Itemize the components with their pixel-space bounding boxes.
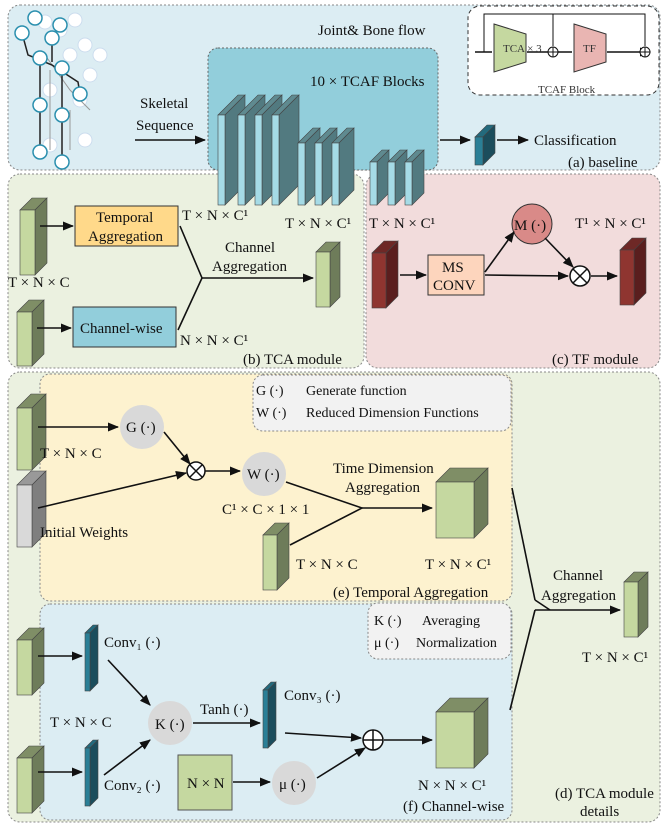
conv3-layer (262, 681, 277, 749)
w-function-node (242, 452, 286, 496)
input-feature-cube (16, 745, 45, 814)
dim-label: T × N × C¹ (369, 216, 435, 232)
legend-text: Averaging (422, 614, 480, 629)
dim-label: C¹ × C × 1 × 1 (222, 502, 309, 518)
tca-label: TCA × 3 (503, 43, 542, 55)
input-label: Sequence (136, 118, 194, 134)
legend-symbol: K (·) (374, 614, 402, 629)
dim-label: T × N × C¹ (582, 650, 648, 666)
temporal-label: Temporal (96, 210, 153, 226)
tcaf-block-small (404, 149, 425, 206)
weights-label: Initial Weights (40, 525, 128, 541)
output-feature-cube (315, 241, 341, 308)
temporal-aggregation-box (74, 205, 179, 247)
mu-function-label: μ (·) (279, 777, 306, 793)
tcaf-block-caption: TCAF Block (538, 84, 596, 96)
caption-temporal: (e) Temporal Aggregation (333, 585, 489, 601)
channel-wise-label: Channel-wise (80, 321, 163, 337)
tcaf-block-large (271, 94, 300, 206)
tcaf-block-small (387, 149, 408, 206)
nn-label: N × N (187, 776, 225, 792)
tda-label: Aggregation (345, 480, 420, 496)
conv2-label: Conv₂ (·) (104, 778, 160, 794)
ms-conv-box (427, 254, 485, 296)
panel-tf-module (365, 173, 661, 369)
tanh-label: Tanh (·) (200, 702, 249, 718)
caption-details: details (580, 804, 619, 820)
g-function-node (120, 405, 164, 449)
dim-label: T × N × C (296, 557, 358, 573)
input-feature-cube (19, 197, 48, 276)
legend-text: Reduced Dimension Functions (306, 406, 479, 421)
tcaf-block-medium (331, 127, 355, 206)
agg-label: Channel (225, 240, 275, 256)
tda-label: Time Dimension (333, 461, 434, 477)
ms-label: CONV (433, 278, 476, 294)
blocks-label: 10 × TCAF Blocks (310, 74, 425, 90)
tca-block-shape (493, 23, 527, 73)
caption-tca: (b) TCA module (243, 352, 342, 368)
caption-baseline: (a) baseline (568, 155, 638, 171)
legend-text: Generate function (306, 384, 407, 399)
dim-label: N × N × C¹ (180, 333, 248, 349)
legend-text: Normalization (416, 636, 497, 651)
initial-weights-cube (16, 470, 47, 548)
dim-label: T¹ × N × C¹ (575, 216, 646, 232)
dim-label: T × N × C (8, 275, 70, 291)
conv1-layer (84, 624, 99, 692)
m-function-node (511, 203, 553, 245)
w-function-label: W (·) (247, 467, 280, 483)
skeleton-graph-icon (14, 10, 108, 170)
channel-wise-box (72, 306, 177, 348)
output-feature-block (474, 124, 496, 166)
legend-temporal (252, 374, 512, 432)
input-feature-cube (16, 627, 45, 696)
dim-label: T × N × C (50, 715, 112, 731)
input-feature-cube (16, 393, 47, 471)
conv3-label: Conv₃ (·) (284, 688, 340, 704)
tf-block-shape (573, 23, 607, 73)
ms-label: MS (442, 260, 464, 276)
dim-label: T × N × C (40, 446, 102, 462)
agg-label: Aggregation (541, 588, 616, 604)
caption-channel-wise: (f) Channel-wise (403, 799, 505, 815)
input-label: Skeletal (140, 96, 188, 112)
details-output-cube (623, 571, 649, 638)
classification-label: Classification (534, 133, 617, 149)
caption-details: (d) TCA module (555, 786, 654, 802)
g-function-label: G (·) (126, 420, 156, 436)
legend-channel (367, 602, 512, 660)
k-function-node (148, 701, 192, 745)
tf-output-cube (619, 237, 647, 306)
legend-symbol: μ (·) (374, 636, 399, 651)
flow-title: Joint& Bone flow (318, 23, 426, 39)
tf-label: TF (583, 43, 596, 55)
temporal-label: Aggregation (88, 229, 163, 245)
dim-label: N × N × C¹ (418, 778, 486, 794)
k-function-label: K (·) (155, 717, 185, 733)
nn-matrix-box (177, 754, 233, 811)
tf-input-cube (371, 240, 399, 309)
m-function-label: M (·) (514, 218, 546, 234)
legend-symbol: G (·) (256, 384, 284, 399)
agg-label: Aggregation (212, 259, 287, 275)
mu-function-node (272, 761, 316, 805)
input-feature-cube (262, 522, 290, 591)
conv2-layer (84, 739, 99, 807)
dim-label: T × N × C¹ (285, 216, 351, 232)
input-feature-cube (16, 299, 45, 367)
legend-symbol: W (·) (256, 406, 287, 421)
temporal-output-cube (435, 467, 489, 539)
dim-label: T × N × C¹ (425, 557, 491, 573)
conv1-label: Conv₁ (·) (104, 635, 160, 651)
agg-label: Channel (553, 568, 603, 584)
dim-label: T × N × C¹ (182, 208, 248, 224)
caption-tf: (c) TF module (552, 352, 639, 368)
channel-output-cube (435, 697, 489, 769)
